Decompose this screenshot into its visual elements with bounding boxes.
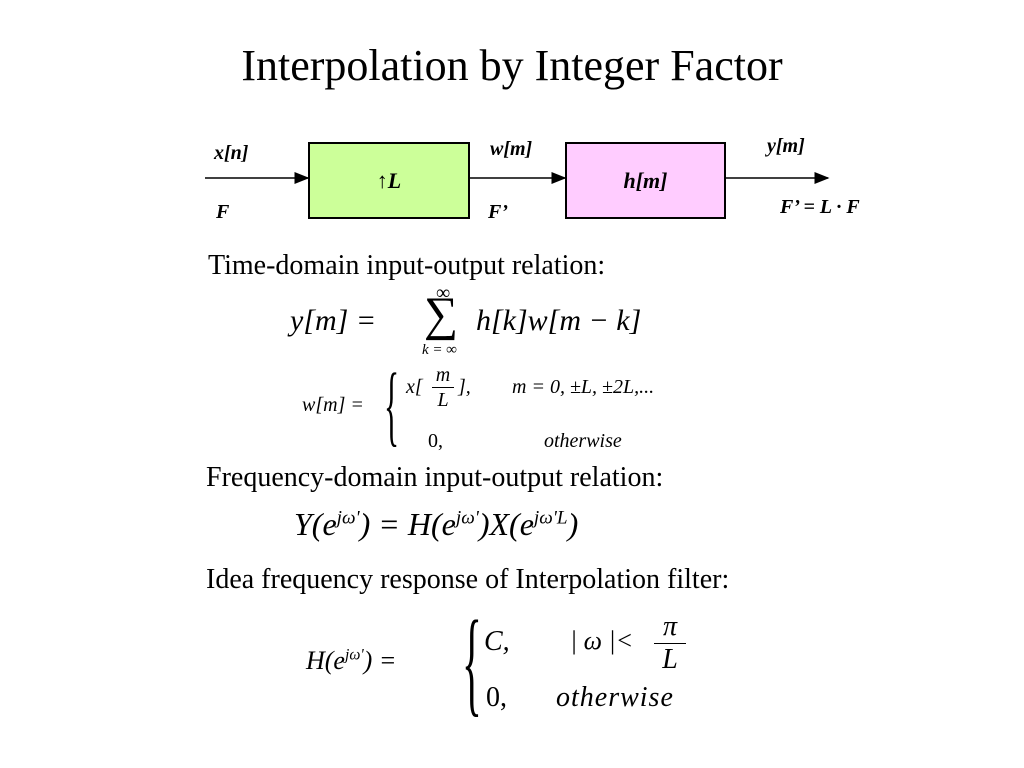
fraction-numerator: m — [435, 364, 451, 386]
output-signal-label: y[m] — [767, 135, 805, 157]
ideal-case1-value: C, — [484, 626, 510, 657]
left-brace-icon: { — [462, 596, 482, 727]
ideal-filter-lhs: H(ejω') = — [306, 646, 397, 675]
frequency-equation-text: Y(ejω') = H(ejω')X(ejω'L) — [294, 506, 579, 542]
upsampler-block: ↑L — [308, 142, 470, 219]
ideal-case2-condition: otherwise — [556, 682, 674, 713]
case1-prefix: x[ — [406, 376, 423, 398]
fraction-m-over-l: m L — [428, 364, 458, 420]
case1-condition: m = 0, ±L, ±2L,... — [512, 376, 655, 398]
case2-condition: otherwise — [544, 430, 622, 452]
left-brace-icon: { — [384, 356, 400, 455]
superscript: jω' — [344, 646, 364, 664]
case2-value: 0, — [428, 430, 443, 452]
convolution-equation: y[m] = ∞ ∑ k = ∞ h[k]w[m − k] — [290, 282, 730, 362]
case1-suffix: ], — [458, 376, 471, 398]
fraction-bar — [432, 387, 454, 388]
up-arrow-icon: ↑ — [376, 167, 388, 193]
frequency-domain-heading: Frequency-domain input-output relation: — [206, 462, 664, 493]
time-domain-heading: Time-domain input-output relation: — [208, 250, 606, 281]
summation-icon: ∑ — [424, 288, 459, 341]
signal-arrows — [205, 172, 830, 184]
ideal-filter-heading: Idea frequency response of Interpolation… — [206, 564, 730, 595]
superscript: jω' — [336, 507, 360, 529]
input-rate-label: F — [216, 201, 230, 223]
mid-signal-label: w[m] — [490, 138, 533, 160]
fraction-numerator: π — [662, 611, 678, 642]
superscript: jω'L — [533, 507, 568, 529]
sum-lower-limit: k = ∞ — [422, 342, 457, 358]
filter-label: h[m] — [623, 167, 668, 193]
filter-block: h[m] — [565, 142, 726, 219]
sum-upper-limit: ∞ — [436, 282, 451, 304]
convolution-rhs: h[k]w[m − k] — [476, 304, 642, 337]
block-diagram: x[n] F ↑L w[m] F’ h[m] y[m] F’ = L · F — [0, 0, 1024, 240]
frequency-equation: Y(ejω') = H(ejω')X(ejω'L) — [294, 506, 578, 543]
fraction-denominator: L — [662, 644, 678, 675]
upsampled-signal-equation: w[m] = { x[ m L ], m = 0, ±L, ±2L,... 0,… — [300, 356, 720, 456]
convolution-lhs: y[m] = — [290, 304, 377, 337]
upsampled-lhs: w[m] = — [302, 394, 364, 416]
upsampler-factor: L — [387, 167, 402, 193]
fraction-denominator: L — [437, 389, 449, 411]
mid-rate-label: F’ — [488, 201, 508, 223]
ideal-case2-value: 0, — [486, 682, 507, 713]
fraction-bar — [654, 643, 686, 644]
output-rate-label: F’ = L · F — [780, 196, 860, 218]
input-signal-label: x[n] — [214, 142, 249, 164]
slide-title: Interpolation by Integer Factor — [241, 41, 783, 90]
ideal-filter-equation: H(ejω') = { C, | ω |< π L 0, otherwise — [306, 602, 726, 726]
superscript: jω' — [455, 507, 479, 529]
fraction-pi-over-l: π L — [652, 612, 688, 682]
ideal-case1-condition: | ω |< — [570, 626, 634, 655]
